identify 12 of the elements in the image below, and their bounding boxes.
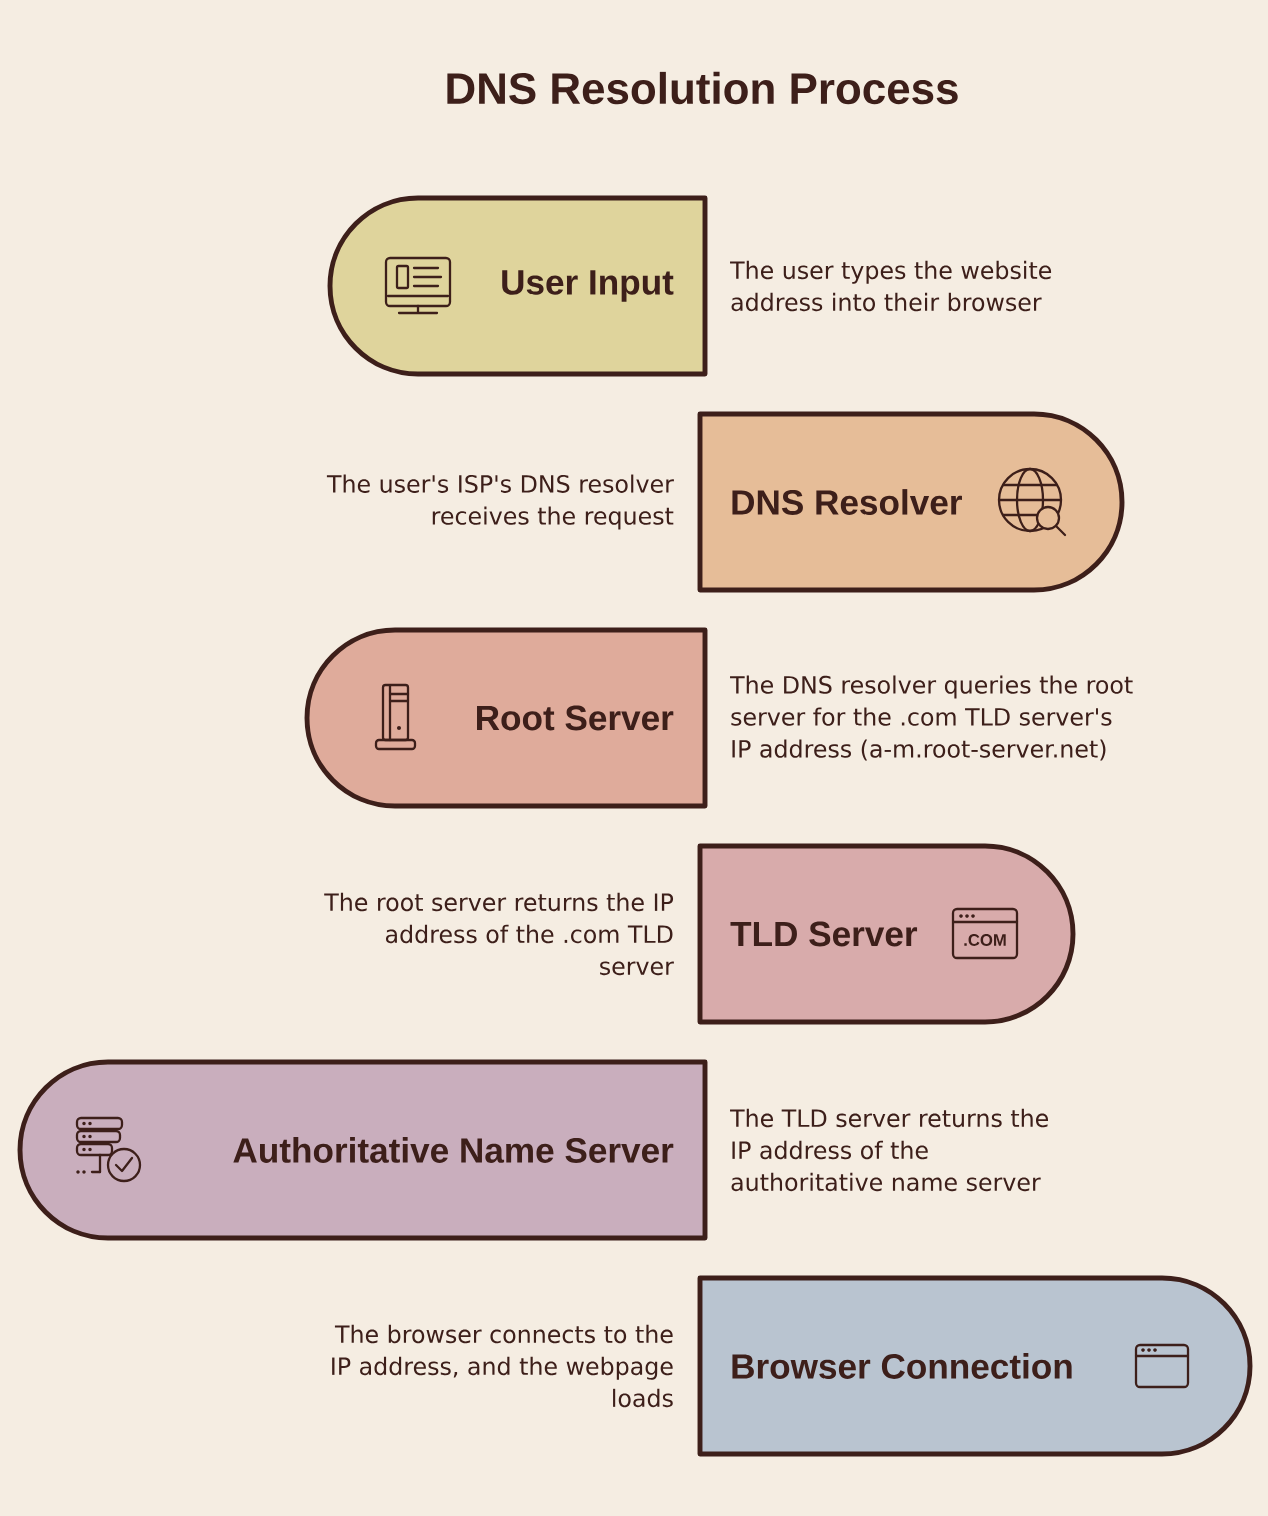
title: DNS Resolution Process	[447, 71, 958, 105]
description-text: The DNS resolver queries the root server for the .com TLD server's IP address (a-m.root-server.net)	[730, 675, 1133, 761]
step-box: Browser Connection	[697, 1275, 1253, 1457]
description-text: The user's ISP's DNS resolver receives the request	[326, 474, 674, 530]
description-text: The TLD server returns the IP address of the authoritative name server	[730, 1108, 1048, 1192]
description-text: The user types the website address into their browser	[730, 260, 1052, 312]
description-text: The browser connects to the IP address, and the webpage loads	[332, 1324, 673, 1408]
description-text: The root server returns the IP address of the .com TLD server	[324, 892, 674, 976]
step-box: Root Server	[304, 627, 708, 809]
step-box: DNS Resolver	[697, 411, 1125, 593]
step-box: Authoritative Name Server	[17, 1059, 708, 1241]
step-box: User Input	[327, 195, 708, 377]
